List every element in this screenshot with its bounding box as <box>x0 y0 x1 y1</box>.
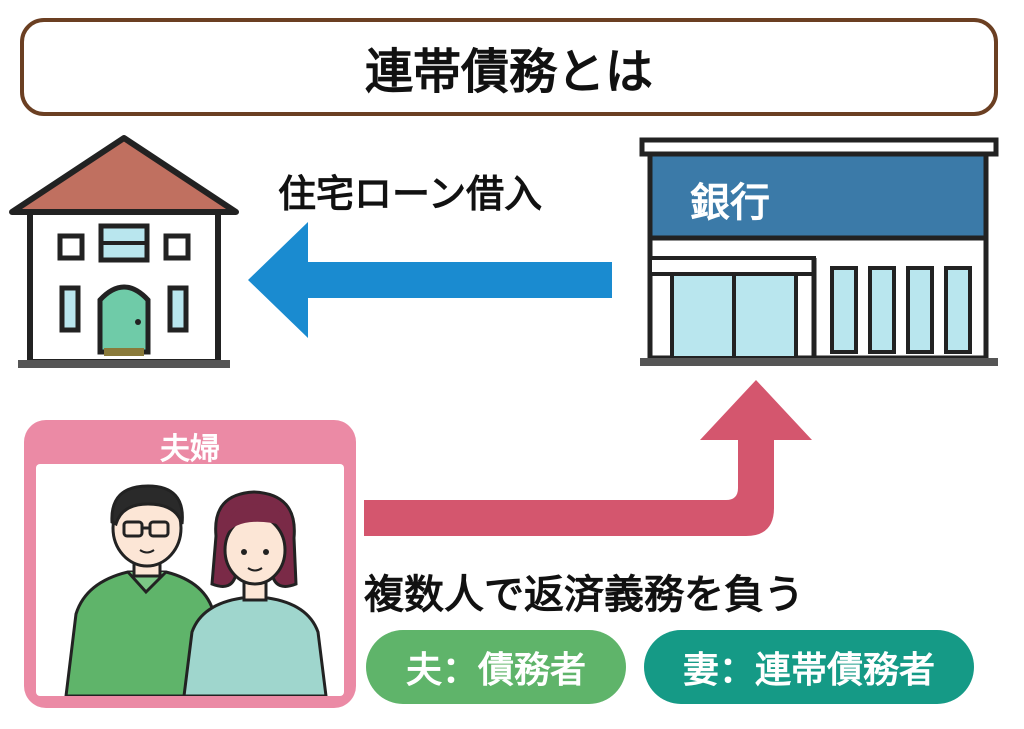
diagram-title: 連帯債務とは <box>20 18 998 116</box>
repay-arrow <box>364 380 812 536</box>
couple-panel: 夫婦 <box>24 420 356 708</box>
couple-illustration <box>36 464 344 696</box>
wife-role-badge: 妻：連帯債務者 <box>644 630 974 704</box>
husband-role-badge: 夫：債務者 <box>366 630 626 704</box>
repay-label: 複数人で返済義務を負う <box>364 572 804 618</box>
husband-figure <box>64 484 224 696</box>
house-icon <box>9 135 239 368</box>
loan-arrow <box>248 222 612 338</box>
couple-title: 夫婦 <box>160 432 220 467</box>
bank-sign: 銀行 <box>690 180 770 226</box>
bank-icon <box>639 137 999 366</box>
loan-label: 住宅ローン借入 <box>278 172 543 216</box>
wife-figure <box>182 490 328 696</box>
